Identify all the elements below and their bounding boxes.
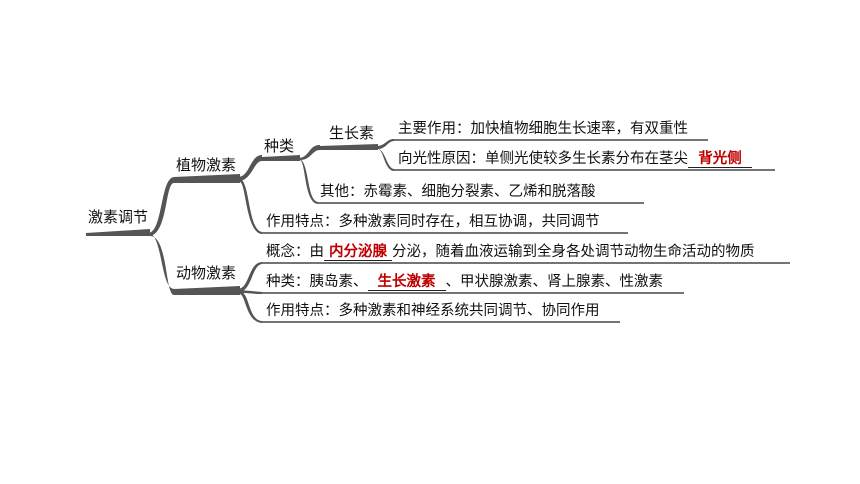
auxin-fork-effect [376, 139, 394, 149]
concept-prefix: 概念：由 [266, 244, 324, 260]
plant-branch [174, 174, 240, 183]
auxin-branch [320, 144, 378, 150]
auxin-main-effect: 主要作用：加快植物细胞生长速率，有双重性 [398, 121, 688, 137]
plant-fork-features [240, 179, 262, 234]
concept-suffix: 分泌，随着血液运输到全身各处调节动物生命活动的物质 [392, 244, 755, 260]
auxin-label: 生长素 [329, 124, 375, 142]
root-fork-animal [148, 233, 174, 295]
types-fork-others [298, 158, 318, 204]
animal-types-line: 种类：胰岛素、生长激素、甲状腺激素、肾上腺素、性激素 [266, 273, 663, 291]
phototropism-line: 向光性原因：单侧光使较多生长素分布在茎尖背光侧 [398, 150, 752, 168]
root-fork-plant [148, 177, 174, 236]
root-label: 激素调节 [88, 208, 149, 226]
animal-fork-features [240, 291, 262, 323]
types-fork-auxin [298, 145, 320, 160]
plant-features: 作用特点：多种激素同时存在，相互协调，共同调节 [266, 214, 600, 230]
phototropism-prefix: 向光性原因：单侧光使较多生长素分布在茎尖 [398, 151, 688, 167]
phototropism-answer: 背光侧 [688, 151, 752, 168]
concept-answer: 内分泌腺 [324, 244, 392, 261]
animal-types-suffix: 、甲状腺激素、肾上腺素、性激素 [445, 274, 664, 290]
plant-fork-types [238, 155, 262, 181]
animal-branch [174, 286, 240, 295]
root-branch [86, 229, 150, 236]
plant-types-label: 种类 [264, 137, 295, 155]
animal-features: 作用特点：多种激素和神经系统共同调节、协同作用 [266, 303, 600, 319]
types-branch [262, 155, 300, 161]
other-hormones: 其他：赤霉素、细胞分裂素、乙烯和脱落酸 [320, 184, 596, 200]
animal-types-answer: 生长激素 [367, 274, 446, 291]
animal-concept-line: 概念：由内分泌腺分泌，随着血液运输到全身各处调节动物生命活动的物质 [266, 243, 755, 261]
animal-label: 动物激素 [176, 264, 237, 282]
animal-fork-types [240, 290, 262, 294]
auxin-fork-photo [376, 148, 394, 171]
plant-label: 植物激素 [176, 156, 237, 174]
animal-types-prefix: 种类：胰岛素、 [266, 274, 368, 290]
animal-fork-concept [238, 262, 262, 292]
